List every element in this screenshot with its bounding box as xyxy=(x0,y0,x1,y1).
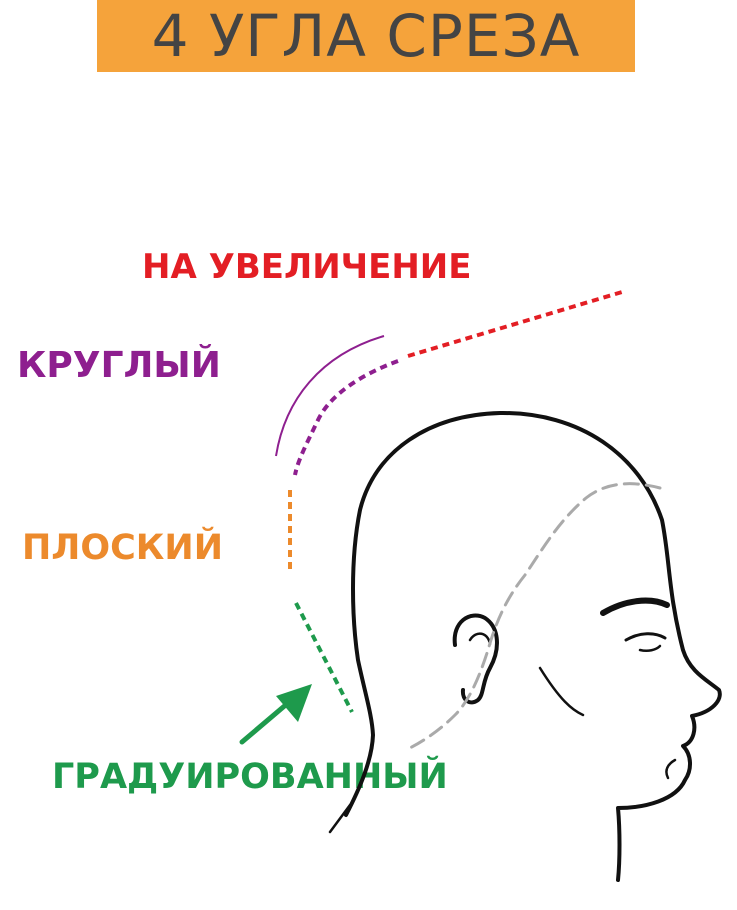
label-round: КРУГЛЫЙ xyxy=(17,345,221,386)
head-profile-icon xyxy=(328,410,722,882)
round-cut-line xyxy=(293,359,399,476)
increase-cut-line xyxy=(407,290,623,358)
label-increase: НА УВЕЛИЧЕНИЕ xyxy=(142,247,472,287)
title-banner: 4 УГЛА СРЕЗА xyxy=(97,0,635,72)
page-title: 4 УГЛА СРЕЗА xyxy=(151,2,581,70)
round-guide-arc xyxy=(275,335,385,457)
label-flat: ПЛОСКИЙ xyxy=(22,528,223,568)
arrow-up-right-icon xyxy=(239,684,312,745)
graduated-cut-line xyxy=(294,602,354,713)
label-graduated: ГРАДУИРОВАННЫЙ xyxy=(52,757,448,797)
